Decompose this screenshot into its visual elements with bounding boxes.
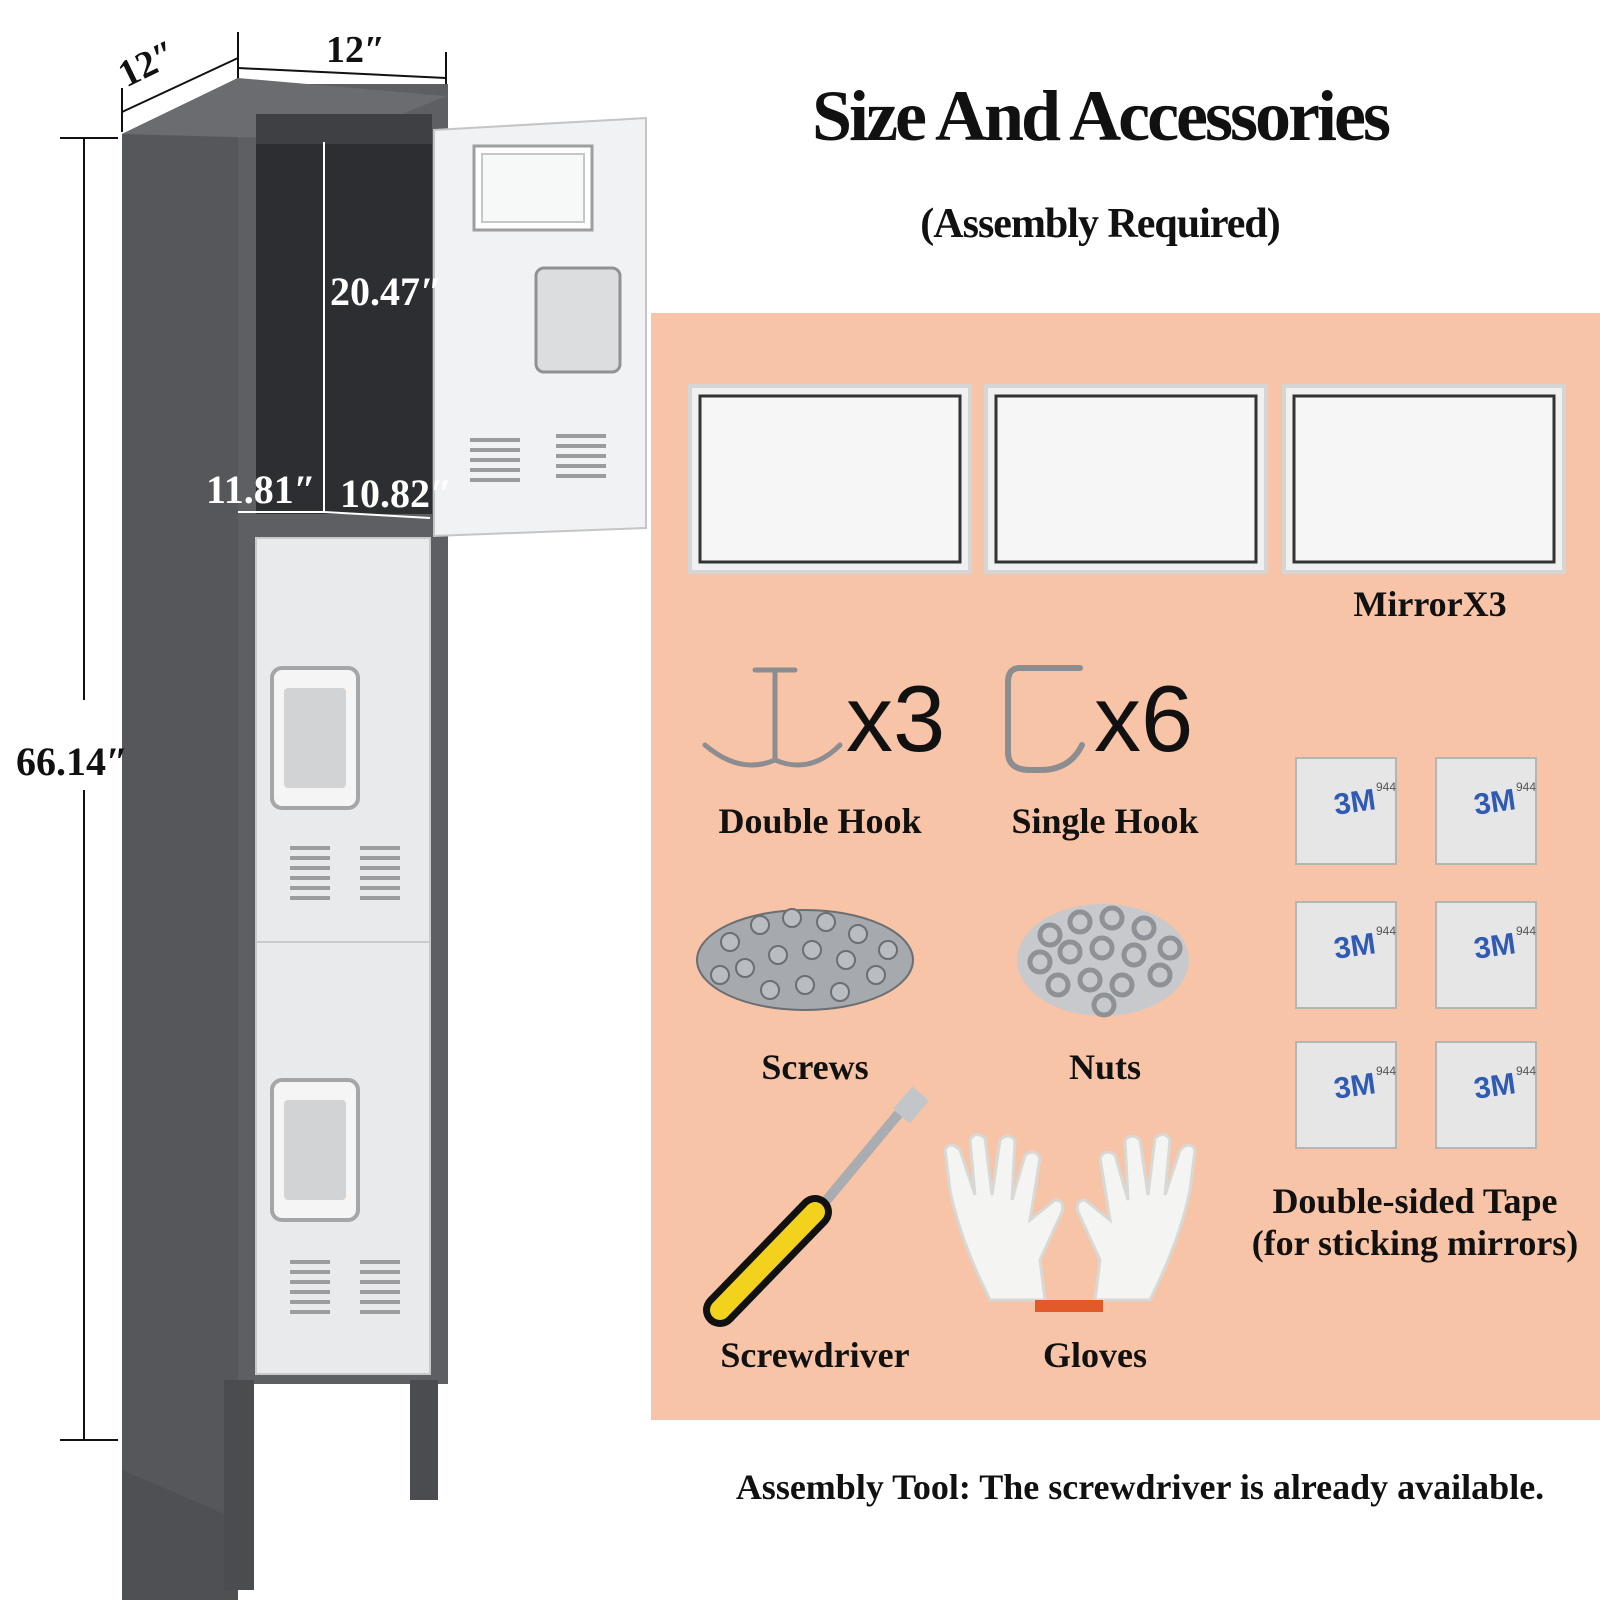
single-hook-label: Single Hook: [1011, 801, 1199, 841]
double-hook-quantity: x3: [846, 666, 946, 771]
height-dimension: 66.14″: [16, 739, 129, 784]
double-hook-label: Double Hook: [718, 801, 922, 841]
page-subtitle: (Assembly Required): [920, 201, 1280, 247]
tape-code-5: 944: [1376, 1064, 1397, 1078]
tape-brand-2: 3M: [1471, 783, 1518, 822]
page-title: Size And Accessories: [812, 76, 1391, 156]
screwdriver-label: Screwdriver: [720, 1335, 910, 1375]
single-hook-quantity: x6: [1094, 666, 1194, 771]
mirror-icons: [688, 384, 1566, 574]
width-dimension: 12″: [326, 29, 385, 71]
gloves-icon: [943, 1133, 1197, 1312]
mirror-label: MirrorX3: [1353, 584, 1507, 624]
tape-code-6: 944: [1516, 1064, 1537, 1078]
tape-icons: [1295, 757, 1537, 1149]
inner-width-dimension: 10.82″: [340, 471, 453, 516]
tape-code-2: 944: [1516, 780, 1537, 794]
tape-code-4: 944: [1516, 924, 1537, 938]
screwdriver-icon: [703, 1086, 930, 1327]
nuts-icon: [1017, 904, 1189, 1018]
tape-brand-4: 3M: [1471, 927, 1518, 966]
tape-brand-5: 3M: [1331, 1067, 1378, 1106]
tape-label-line2: (for sticking mirrors): [1251, 1223, 1579, 1263]
tape-brand-3: 3M: [1331, 927, 1378, 966]
screws-label: Screws: [761, 1047, 869, 1087]
nuts-label: Nuts: [1068, 1047, 1142, 1087]
double-hook-icon: [702, 667, 843, 768]
single-hook-icon: [1005, 665, 1085, 773]
gloves-label: Gloves: [1043, 1335, 1147, 1375]
assembly-tool-note: Assembly Tool: The screwdriver is alread…: [735, 1467, 1545, 1507]
inner-depth-dimension: 11.81″: [206, 467, 316, 512]
tape-code-3: 944: [1376, 924, 1397, 938]
tape-code-1: 944: [1376, 780, 1397, 794]
inner-height-dimension: 20.47″: [330, 269, 443, 314]
tape-brand-1: 3M: [1331, 783, 1378, 822]
screws-icon: [696, 908, 914, 1011]
tape-brand-6: 3M: [1471, 1067, 1518, 1106]
tape-label-line1: Double-sided Tape: [1272, 1181, 1558, 1221]
